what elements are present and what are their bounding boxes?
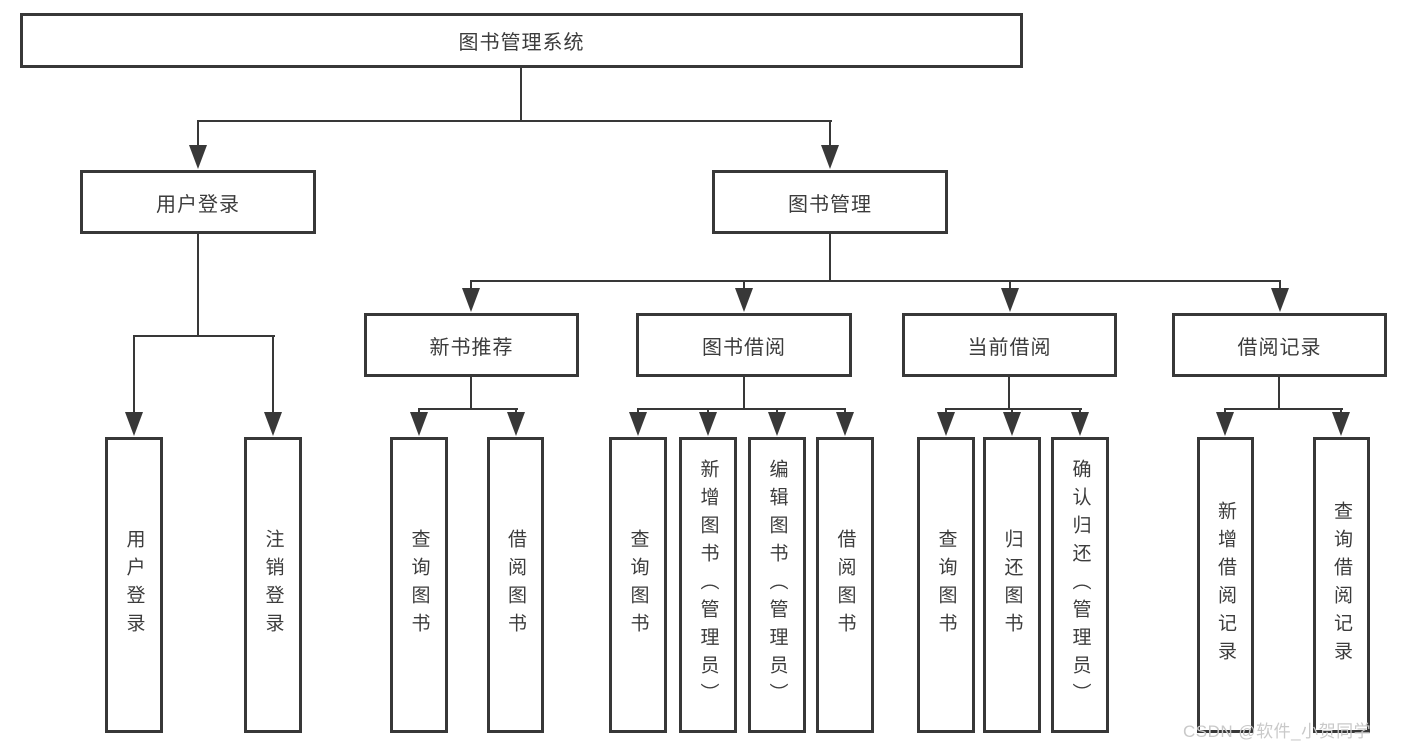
arrow-down-icon	[462, 280, 480, 312]
leaf-rec-borrow-book: 借阅图书	[487, 437, 544, 733]
leaf-cur-query-book: 查询图书	[917, 437, 975, 733]
connector-line	[743, 376, 745, 409]
connector-line	[470, 280, 1281, 282]
connector-line	[945, 408, 1082, 410]
arrow-down-icon	[1332, 408, 1350, 436]
leaf-cur-return-book: 归还图书	[983, 437, 1041, 733]
connector-line	[470, 376, 472, 409]
connector-line	[418, 408, 518, 410]
arrow-down-icon	[264, 335, 282, 436]
arrow-down-icon	[836, 408, 854, 436]
arrow-down-icon	[821, 120, 839, 169]
arrow-down-icon	[937, 408, 955, 436]
leaf-rcd-query-record: 查询借阅记录	[1313, 437, 1370, 733]
node-user-login: 用户登录	[80, 170, 316, 234]
arrow-down-icon	[699, 408, 717, 436]
arrow-down-icon	[735, 280, 753, 312]
leaf-cur-confirm-return-admin: 确认归还（管理员）	[1051, 437, 1109, 733]
node-book-borrow: 图书借阅	[636, 313, 852, 377]
connector-line	[197, 120, 832, 122]
node-current-borrow: 当前借阅	[902, 313, 1117, 377]
arrow-down-icon	[125, 335, 143, 436]
arrow-down-icon	[629, 408, 647, 436]
arrow-down-icon	[1216, 408, 1234, 436]
connector-line	[1278, 376, 1280, 409]
arrow-down-icon	[1271, 280, 1289, 312]
node-borrow-record: 借阅记录	[1172, 313, 1387, 377]
csdn-watermark: CSDN @软件_小贺同学	[1183, 722, 1372, 741]
connector-line	[1224, 408, 1343, 410]
node-book-mgmt: 图书管理	[712, 170, 948, 234]
arrow-down-icon	[1003, 408, 1021, 436]
connector-line	[520, 67, 522, 121]
connector-line	[1008, 376, 1010, 409]
connector-line	[829, 233, 831, 281]
leaf-bor-borrow-book: 借阅图书	[816, 437, 874, 733]
arrow-down-icon	[507, 408, 525, 436]
arrow-down-icon	[1001, 280, 1019, 312]
arrow-down-icon	[410, 408, 428, 436]
node-root: 图书管理系统	[20, 13, 1023, 68]
leaf-bor-edit-book-admin: 编辑图书（管理员）	[748, 437, 806, 733]
arrow-down-icon	[1071, 408, 1089, 436]
leaf-bor-query-book: 查询图书	[609, 437, 667, 733]
connector-line	[197, 233, 199, 336]
connector-line	[133, 335, 275, 337]
arrow-down-icon	[768, 408, 786, 436]
leaf-logout: 注销登录	[244, 437, 302, 733]
arrow-down-icon	[189, 120, 207, 169]
connector-line	[637, 408, 846, 410]
leaf-rec-query-book: 查询图书	[390, 437, 448, 733]
leaf-rcd-add-record: 新增借阅记录	[1197, 437, 1254, 733]
leaf-user-login: 用户登录	[105, 437, 163, 733]
node-new-book-recommend: 新书推荐	[364, 313, 579, 377]
leaf-bor-add-book-admin: 新增图书（管理员）	[679, 437, 737, 733]
